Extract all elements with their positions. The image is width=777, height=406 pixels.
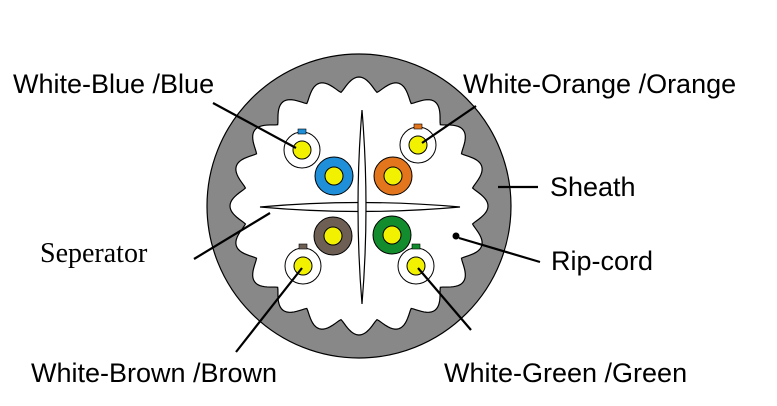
wire-orange xyxy=(373,156,413,196)
rip-cord-dot xyxy=(452,232,460,240)
wire-green xyxy=(372,215,412,255)
label-white-green: White-Green /Green xyxy=(444,358,687,388)
wire-white-brown xyxy=(284,243,322,285)
leader-rip-cord xyxy=(458,236,541,264)
leader-white-orange xyxy=(421,105,477,144)
label-separator: Seperator xyxy=(40,238,148,269)
leader-white-brown xyxy=(235,267,303,353)
label-rip-cord: Rip-cord xyxy=(551,246,653,276)
wire-white-blue xyxy=(283,128,321,169)
wire-blue xyxy=(314,156,354,196)
wire-brown xyxy=(313,216,353,256)
separator-cross xyxy=(259,109,461,305)
leader-separator xyxy=(193,212,271,260)
leader-lines xyxy=(193,102,541,353)
leader-white-green xyxy=(417,267,472,331)
label-sheath: Sheath xyxy=(550,172,636,202)
leader-white-blue xyxy=(212,102,297,149)
label-white-orange: White-Orange /Orange xyxy=(463,69,736,99)
label-white-blue: White-Blue /Blue xyxy=(13,69,214,99)
wire-white-orange xyxy=(399,123,437,164)
label-white-brown: White-Brown /Brown xyxy=(31,358,277,388)
separator-vertical xyxy=(357,109,367,305)
